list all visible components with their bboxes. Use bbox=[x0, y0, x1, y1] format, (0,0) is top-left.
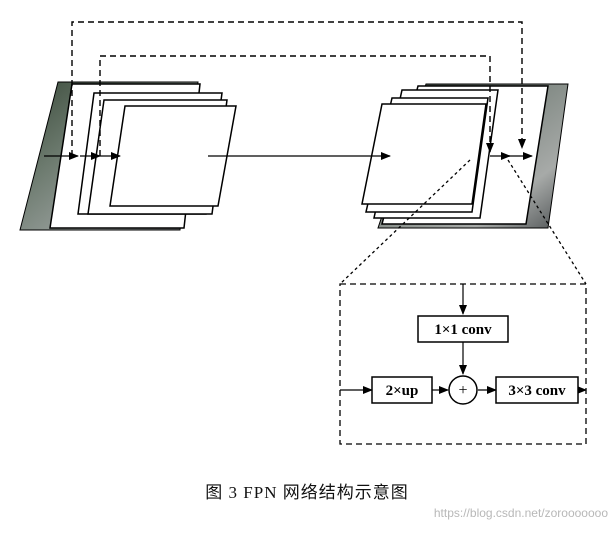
conv3x3-box bbox=[495, 376, 579, 404]
left-layer-4 bbox=[109, 105, 237, 207]
detail-contents bbox=[340, 284, 587, 405]
add-node bbox=[448, 375, 478, 405]
up2x-box bbox=[371, 376, 433, 404]
watermark: https://blog.csdn.net/zorooooooo bbox=[433, 506, 608, 520]
up2x-label: 2×up bbox=[386, 383, 419, 399]
left-feature-stack bbox=[19, 81, 237, 231]
right-layer-4 bbox=[361, 103, 487, 205]
conv1x1-box bbox=[417, 315, 509, 343]
skip-connection-inner bbox=[99, 55, 494, 156]
zoom-guide-right bbox=[507, 159, 587, 285]
zoom-guides bbox=[339, 159, 587, 285]
detail-labels: 1×1 conv 2×up + 3×3 conv bbox=[386, 322, 567, 399]
conv3x3-label: 3×3 conv bbox=[508, 383, 566, 399]
skip-connections bbox=[71, 21, 526, 156]
conv1x1-label: 1×1 conv bbox=[434, 322, 492, 338]
right-feature-stack bbox=[361, 83, 569, 229]
figure-caption: 图 3 FPN 网络结构示意图 bbox=[205, 483, 409, 502]
add-label: + bbox=[458, 382, 467, 399]
